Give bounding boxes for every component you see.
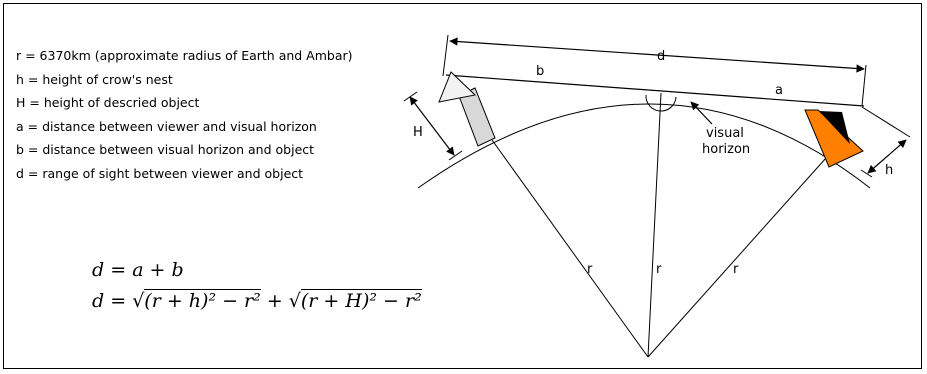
height-H-bottom-tick (448, 150, 463, 161)
label-r-right: r (733, 262, 739, 277)
label-H: H (413, 125, 423, 140)
label-horizon: horizon (702, 142, 750, 157)
label-a: a (775, 83, 783, 98)
height-h-top-tick (861, 106, 911, 138)
line-of-sight (445, 74, 865, 107)
radius-center-line (647, 92, 662, 358)
distance-d-right-tick (861, 64, 867, 107)
formula-sum-rhs: a + b (132, 259, 184, 281)
label-r-left: r (587, 262, 593, 277)
formula-root: d = √(r + h)² − r² + √(r + H)² − r² (92, 289, 422, 312)
descried-object-arrow-icon (438, 71, 496, 147)
legend-distance-d: d = range of sight between viewer and ob… (16, 165, 304, 181)
height-H-arrow (409, 96, 455, 156)
visual-horizon-pointer (690, 101, 713, 125)
formula-root-equals: = (110, 290, 127, 312)
height-H-top-tick (403, 91, 418, 102)
sqrt-icon: √ (132, 290, 145, 312)
legend-distance-b: b = distance between visual horizon and … (16, 142, 315, 157)
formula-root-term1: (r + h)² − r² (144, 289, 261, 312)
distance-d-left-tick (442, 34, 449, 77)
label-r-center: r (656, 262, 662, 277)
legend: r = 6370km (approximate radius of Earth … (16, 44, 353, 185)
label-visual: visual (706, 126, 744, 141)
height-h-bottom-tick (860, 169, 873, 178)
formula-root-term2: (r + H)² − r² (300, 289, 422, 312)
formula-sum: d = a + b (92, 259, 184, 281)
legend-distance-a: a = distance between viewer and visual h… (16, 118, 317, 134)
label-d: d (657, 49, 665, 64)
formula-root-lhs: d (92, 290, 105, 312)
ship-icon (804, 109, 864, 168)
legend-crows-nest-height: h = height of crow's nest (16, 71, 173, 87)
earth-surface-arc (417, 103, 871, 189)
sqrt-icon: √ (288, 290, 301, 312)
legend-radius: r = 6370km (approximate radius of Earth … (16, 48, 353, 63)
right-angle-marker (645, 94, 677, 112)
distance-d-arrow (449, 37, 865, 73)
radius-right-line (647, 157, 827, 358)
legend-object-height: H = height of descried object (16, 95, 200, 110)
formula-sum-equals: = (110, 259, 127, 281)
label-h: h (885, 163, 893, 178)
formula-root-plus: + (266, 290, 283, 312)
label-b: b (536, 64, 544, 79)
formula-sum-lhs: d (92, 259, 105, 281)
radius-left-line (491, 139, 649, 358)
height-h-arrow (867, 139, 907, 174)
